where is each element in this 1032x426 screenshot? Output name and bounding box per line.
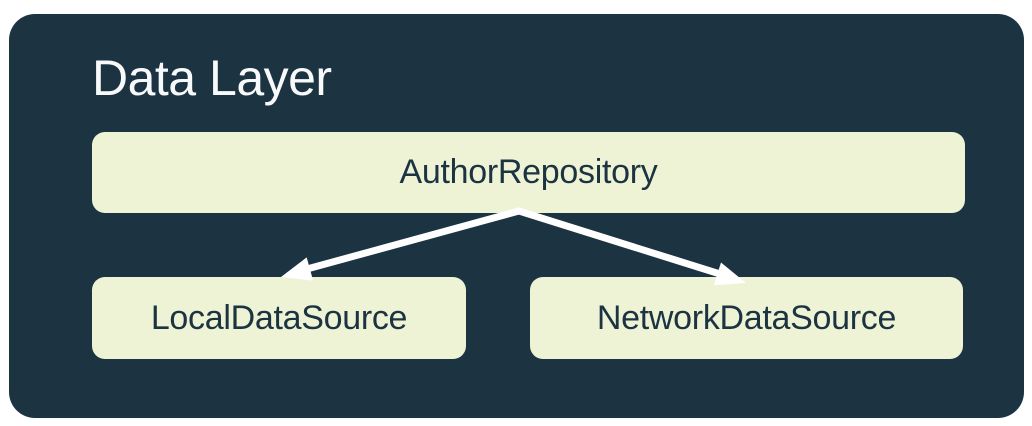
node-author-repository: AuthorRepository bbox=[92, 132, 965, 213]
diagram-title: Data Layer bbox=[92, 50, 332, 106]
node-network-data-source-label: NetworkDataSource bbox=[596, 298, 897, 337]
node-author-repository-label: AuthorRepository bbox=[399, 153, 658, 191]
node-local-data-source-label: LocalDataSource bbox=[150, 298, 408, 337]
data-layer-card: Data Layer AuthorRepository LocalDataSou… bbox=[9, 14, 1024, 418]
node-network-data-source: NetworkDataSource bbox=[530, 277, 963, 359]
node-local-data-source: LocalDataSource bbox=[92, 277, 466, 359]
